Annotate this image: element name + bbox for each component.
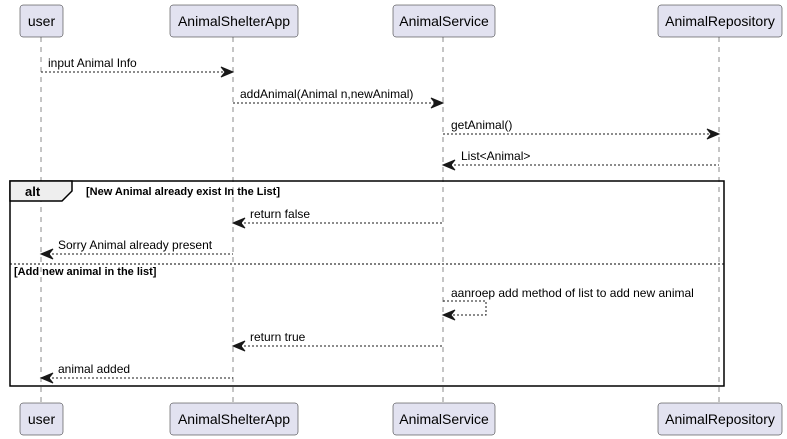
participant-animal-repository-bottom: AnimalRepository xyxy=(657,402,783,436)
message-1-arrowhead xyxy=(220,66,235,78)
message-5-label: return false xyxy=(250,207,310,221)
participant-animal-service-bottom-label: AnimalService xyxy=(399,411,489,427)
participant-user-bottom-label: user xyxy=(28,411,56,427)
message-5: return false xyxy=(231,207,443,229)
message-7-label: aanroep add method of list to add new an… xyxy=(451,286,694,300)
message-5-arrowhead xyxy=(231,217,246,229)
alt-fragment: alt [New Animal already exist In the Lis… xyxy=(9,180,725,387)
participant-animal-shelter-app-bottom: AnimalShelterApp xyxy=(169,402,299,436)
message-8-arrowhead xyxy=(231,340,246,352)
message-2-arrowhead xyxy=(430,97,445,109)
message-7: aanroep add method of list to add new an… xyxy=(441,286,694,321)
participant-user-top: user xyxy=(19,4,64,38)
message-4: List<Animal> xyxy=(441,149,719,171)
participant-animal-service-bottom: AnimalService xyxy=(392,402,496,436)
participant-animal-repository-bottom-label: AnimalRepository xyxy=(665,411,775,427)
participant-user-top-label: user xyxy=(28,13,56,29)
participant-animal-repository-top-label: AnimalRepository xyxy=(665,13,775,29)
message-6-arrowhead xyxy=(39,248,54,260)
alt-fragment-tab xyxy=(9,180,73,202)
message-2-label: addAnimal(Animal n,newAnimal) xyxy=(240,87,413,101)
message-6-label: Sorry Animal already present xyxy=(58,238,213,252)
participant-animal-service-top: AnimalService xyxy=(392,4,496,38)
message-9-arrowhead xyxy=(39,372,54,384)
message-9: animal added xyxy=(39,362,233,384)
participant-animal-shelter-app-top: AnimalShelterApp xyxy=(169,4,299,38)
participant-user-bottom: user xyxy=(19,402,64,436)
alt-fragment-frame xyxy=(9,180,725,387)
message-3-label: getAnimal() xyxy=(451,118,512,132)
message-3: getAnimal() xyxy=(443,118,721,140)
message-8-label: return true xyxy=(250,330,306,344)
participant-animal-repository-top: AnimalRepository xyxy=(657,4,783,38)
message-9-label: animal added xyxy=(58,362,130,376)
message-4-label: List<Animal> xyxy=(461,149,530,163)
alt-guard-1: [New Animal already exist In the List] xyxy=(86,186,280,198)
message-4-arrowhead xyxy=(441,159,456,171)
participant-animal-shelter-app-bottom-label: AnimalShelterApp xyxy=(178,411,290,427)
message-6: Sorry Animal already present xyxy=(39,238,233,260)
message-1: input Animal Info xyxy=(41,56,235,78)
participant-animal-service-top-label: AnimalService xyxy=(399,13,489,29)
message-8: return true xyxy=(231,330,443,352)
alt-fragment-keyword: alt xyxy=(25,184,41,199)
message-7-arrowhead xyxy=(441,309,456,321)
message-3-arrowhead xyxy=(706,128,721,140)
participant-animal-shelter-app-top-label: AnimalShelterApp xyxy=(178,13,290,29)
alt-guard-2: [Add new animal in the list] xyxy=(14,266,157,278)
message-1-label: input Animal Info xyxy=(48,56,137,70)
message-2: addAnimal(Animal n,newAnimal) xyxy=(233,87,445,109)
